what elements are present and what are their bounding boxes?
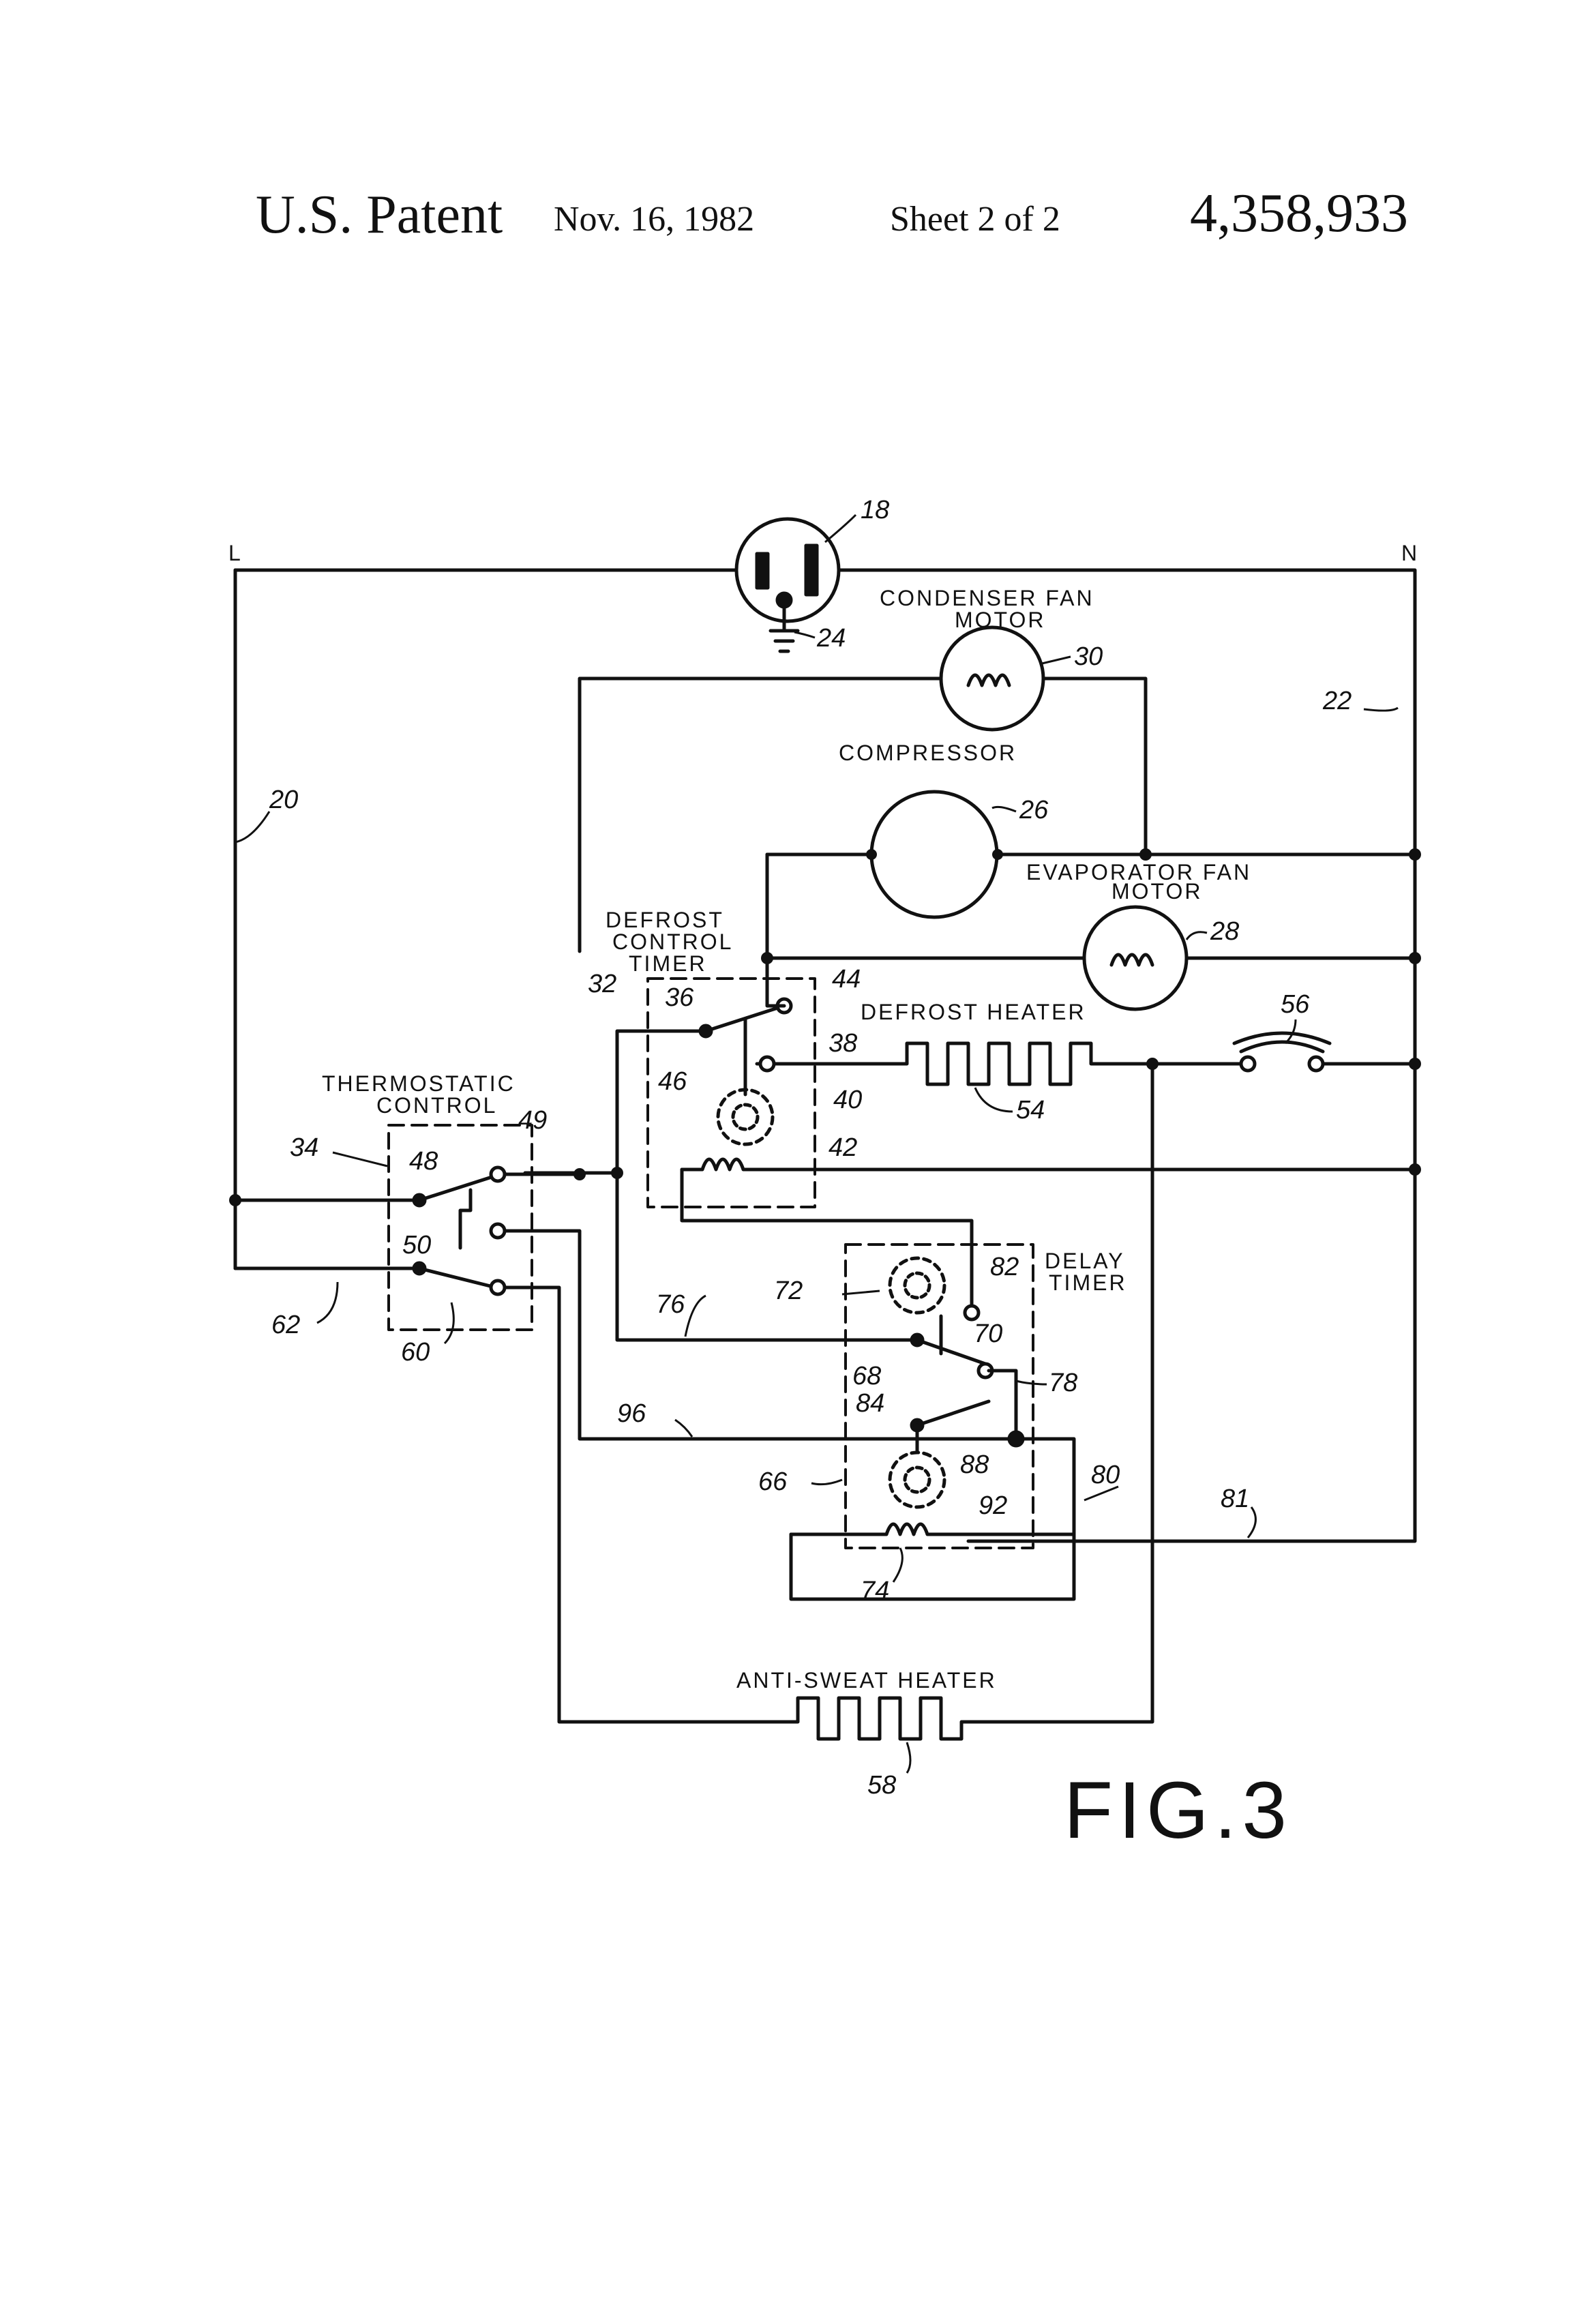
thermostat-switch-60	[417, 1266, 503, 1291]
ref-24: 24	[816, 624, 846, 653]
label-defrost-timer-2: CONTROL	[612, 929, 733, 954]
delay-timer-motor-74	[789, 1522, 1076, 1536]
ref-60: 60	[401, 1338, 430, 1367]
ref-66: 66	[758, 1468, 788, 1496]
ref-74: 74	[861, 1577, 889, 1605]
junction-dots	[229, 848, 1421, 1445]
ref-46: 46	[658, 1067, 687, 1096]
ref-88: 88	[960, 1450, 989, 1479]
label-defrost-timer-3: TIMER	[629, 951, 707, 976]
label-delay-timer-1: DELAY	[1045, 1249, 1125, 1273]
ref-30: 30	[1074, 642, 1103, 671]
compressor	[869, 790, 999, 919]
label-condenser-fan-1: CONDENSER FAN	[880, 586, 1094, 610]
label-thermostatic-2: CONTROL	[376, 1093, 497, 1118]
ref-50: 50	[402, 1231, 431, 1260]
ref-70: 70	[974, 1320, 1002, 1348]
ref-20: 20	[269, 786, 298, 814]
defrost-timer-box	[646, 977, 816, 1208]
patent-title: U.S. Patent	[256, 185, 503, 245]
label-defrost-heater: DEFROST HEATER	[861, 1000, 1086, 1024]
condenser-branch	[578, 676, 1148, 953]
plug-18	[734, 517, 841, 653]
ref-32: 32	[588, 970, 616, 998]
figure-label: FIG.3	[1064, 1766, 1292, 1856]
delay-timer-cam-88	[888, 1450, 946, 1509]
ref-78: 78	[1049, 1369, 1077, 1397]
ref-62: 62	[271, 1311, 300, 1339]
label-delay-timer-2: TIMER	[1049, 1270, 1127, 1295]
label-compressor: COMPRESSOR	[839, 741, 1017, 765]
ref-18: 18	[861, 496, 889, 524]
ref-22: 22	[1322, 687, 1352, 715]
label-defrost-timer-1: DEFROST	[606, 908, 724, 932]
label-condenser-fan-2: MOTOR	[955, 608, 1046, 632]
ref-38: 38	[829, 1029, 857, 1058]
defrost-timer-cam-40	[716, 1088, 775, 1146]
defrost-timer-motor-42	[680, 1157, 1417, 1172]
ref-49: 49	[518, 1106, 547, 1135]
ref-81: 81	[1221, 1485, 1249, 1513]
ref-56: 56	[1281, 990, 1310, 1019]
line-wire-20	[233, 568, 1417, 1543]
thermostatic-control-box	[387, 1124, 533, 1331]
ref-26: 26	[1019, 796, 1049, 824]
ref-48: 48	[409, 1147, 438, 1176]
ref-36: 36	[665, 983, 694, 1012]
ref-42: 42	[829, 1133, 857, 1162]
ref-72: 72	[774, 1277, 803, 1305]
ref-54: 54	[1016, 1096, 1045, 1124]
ref-34: 34	[290, 1133, 318, 1162]
sheet-number: Sheet 2 of 2	[890, 200, 1060, 239]
ref-92: 92	[979, 1491, 1007, 1520]
ref-58: 58	[867, 1771, 896, 1800]
label-evaporator-fan-1: EVAPORATOR FAN	[1026, 860, 1251, 884]
ref-84: 84	[856, 1389, 884, 1418]
label-thermostatic-1: THERMOSTATIC	[322, 1071, 516, 1096]
bimetal-thermostat-56	[1232, 1031, 1332, 1073]
terminal-l: L	[228, 541, 243, 565]
delay-timer-box	[844, 1243, 1034, 1549]
ref-96: 96	[617, 1399, 646, 1428]
defrost-heater-54	[895, 1041, 1100, 1086]
ref-68: 68	[852, 1362, 881, 1390]
patent-date: Nov. 16, 1982	[554, 200, 755, 239]
delay-switch-68	[915, 1338, 987, 1366]
anti-sweat-heater-58	[789, 1696, 970, 1741]
terminal-n: N	[1401, 541, 1419, 565]
delay-switch-84	[915, 1399, 991, 1427]
delay-timer-cam-72	[888, 1256, 946, 1315]
ref-44: 44	[832, 965, 861, 994]
heater-return-wire	[966, 1062, 1154, 1724]
patent-number: 4,358,933	[1190, 183, 1408, 243]
label-anti-sweat-heater: ANTI-SWEAT HEATER	[736, 1668, 997, 1693]
ref-82: 82	[990, 1253, 1019, 1281]
ref-40: 40	[833, 1086, 862, 1114]
ref-80: 80	[1091, 1461, 1120, 1489]
label-evaporator-fan-2: MOTOR	[1111, 879, 1203, 904]
ref-76: 76	[656, 1290, 685, 1319]
ref-28: 28	[1210, 917, 1239, 946]
